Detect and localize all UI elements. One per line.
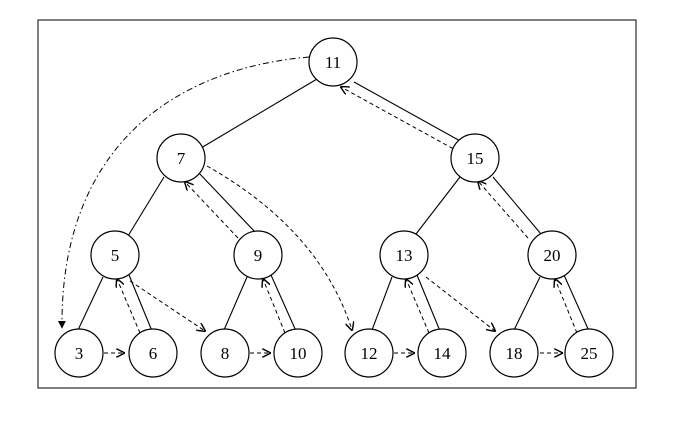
edge-5-3 [77,276,104,331]
node-12: 12 [344,328,394,378]
node-label-20: 20 [544,246,561,265]
node-18: 18 [489,328,539,378]
node-label-18: 18 [506,344,523,363]
tree-nodes: 11 7 15 5 9 13 20 3 [54,37,614,378]
node-20: 20 [527,230,577,280]
edge-15-20 [492,176,542,235]
link-11-3 [57,56,310,329]
edge-13-14 [416,274,441,332]
link-5-8 [129,280,205,331]
node-15: 15 [450,133,500,183]
return-15-11 [341,87,460,153]
node-label-15: 15 [467,149,484,168]
edge-9-8 [223,276,248,331]
node-label-13: 13 [396,246,413,265]
node-label-11: 11 [325,53,341,72]
node-label-8: 8 [221,344,230,363]
link-13-18 [425,276,495,331]
node-10: 10 [273,328,323,378]
return-25-20 [555,279,578,334]
node-label-25: 25 [581,344,598,363]
node-label-9: 9 [254,246,263,265]
node-label-7: 7 [177,149,186,168]
edge-7-9 [197,171,258,235]
return-6-5 [117,279,141,334]
edge-5-6 [128,274,153,332]
edge-20-25 [563,274,590,332]
node-9: 9 [233,230,283,280]
edge-7-5 [127,176,165,237]
node-3: 3 [54,328,104,378]
node-8: 8 [200,328,250,378]
successor-arrows [104,165,562,353]
node-7: 7 [156,133,206,183]
node-11: 11 [308,37,358,87]
node-label-6: 6 [149,344,158,363]
node-label-5: 5 [111,246,120,265]
node-label-12: 12 [361,344,378,363]
return-10-9 [263,279,286,334]
return-20-15 [478,181,529,239]
node-label-14: 14 [434,344,452,363]
edge-15-13 [415,176,461,235]
edge-11-7 [200,78,318,149]
edge-20-18 [513,276,541,331]
node-14: 14 [417,328,467,378]
return-9-7 [185,182,239,239]
return-arrows [117,87,578,334]
link-7-12 [206,165,352,330]
node-25: 25 [564,328,614,378]
edge-13-12 [371,276,393,331]
node-6: 6 [128,328,178,378]
edge-9-10 [270,274,297,332]
node-13: 13 [379,230,429,280]
node-5: 5 [90,230,140,280]
tree-edges [77,78,590,332]
return-14-13 [406,279,430,334]
edge-11-15 [353,81,472,148]
diagram-frame [37,19,637,389]
node-label-3: 3 [75,344,84,363]
node-label-10: 10 [290,344,307,363]
